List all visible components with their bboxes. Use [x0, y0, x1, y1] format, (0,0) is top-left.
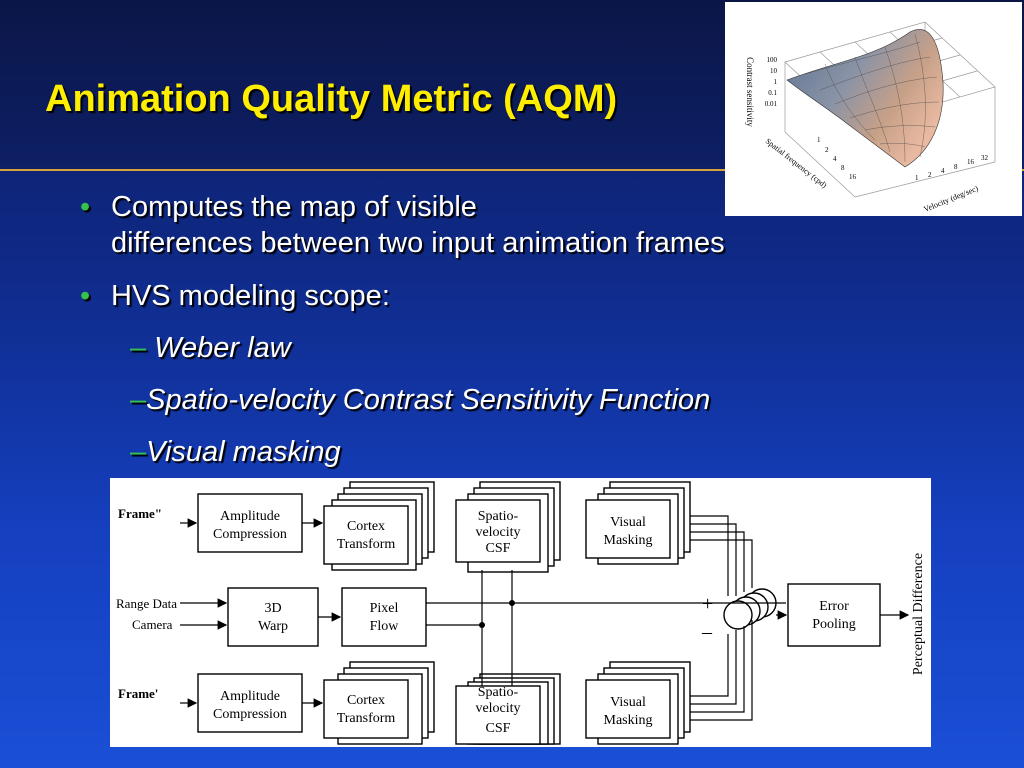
svg-text:Amplitude: Amplitude: [220, 509, 280, 524]
visual-masking-top-block: [585, 499, 671, 559]
bullet-text: Computes the map of visible: [111, 191, 477, 223]
dash-icon: –: [130, 436, 147, 468]
cortex-transform-bottom-block: [323, 679, 409, 739]
svg-text:Cortex: Cortex: [347, 519, 385, 534]
svg-text:Warp: Warp: [258, 619, 288, 634]
svg-text:Compression: Compression: [213, 707, 287, 722]
svg-text:Masking: Masking: [604, 713, 653, 728]
frame-top-input-label: Frame": [118, 506, 162, 521]
surface-mesh: [804, 33, 940, 163]
svg-text:Pixel: Pixel: [370, 601, 399, 616]
svg-text:4: 4: [833, 155, 837, 163]
sub-bullet: –Spatio-velocity Contrast Sensitivity Fu…: [130, 383, 710, 417]
svg-text:Pooling: Pooling: [812, 617, 856, 632]
range-data-input-label: Range Data: [116, 596, 177, 611]
slide-title: Animation Quality Metric (AQM): [45, 78, 618, 120]
svg-text:2: 2: [825, 146, 829, 154]
dash-icon: –: [130, 332, 147, 364]
y-axis-ticks: 1 2 4 8 16: [817, 136, 857, 181]
perceptual-difference-label: Perceptual Difference: [911, 553, 926, 675]
svg-text:Spatio-: Spatio-: [478, 509, 519, 524]
svg-text:Transform: Transform: [337, 537, 396, 552]
bullet-dot-icon: •: [80, 191, 91, 223]
svg-text:10: 10: [770, 67, 778, 75]
svg-text:100: 100: [767, 56, 778, 64]
svg-text:1: 1: [817, 136, 821, 144]
svg-text:CSF: CSF: [486, 721, 511, 736]
svg-text:32: 32: [981, 154, 989, 162]
sub-bullet-text: Spatio-velocity Contrast Sensitivity Fun…: [146, 384, 711, 416]
3d-warp-block: [227, 587, 319, 647]
svg-text:Transform: Transform: [337, 711, 396, 726]
amplitude-compression-top-block: [197, 493, 303, 553]
svg-text:velocity: velocity: [475, 701, 520, 716]
frame-bottom-input-label: Frame': [118, 686, 158, 701]
svg-text:Visual: Visual: [610, 515, 646, 530]
visual-masking-bottom-block: [585, 679, 671, 739]
bullet-text-continued: differences between two input animation …: [111, 227, 725, 259]
svg-text:3D: 3D: [264, 601, 281, 616]
plus-sign: +: [702, 593, 713, 615]
bullet-dot-icon: •: [80, 280, 91, 312]
csf-surface-plot: Contrast sensitivity 100 10 1 0.1 0.01 S…: [725, 2, 1022, 216]
svg-text:8: 8: [841, 164, 845, 172]
sub-bullet-text: Weber law: [146, 332, 291, 364]
svg-text:Compression: Compression: [213, 527, 287, 542]
title-divider: [0, 169, 1024, 171]
sub-bullet: – Weber law: [130, 331, 291, 365]
svg-text:1: 1: [915, 174, 919, 182]
aqm-block-diagram: Frame" Range Data Camera Frame' Amplitud…: [110, 478, 931, 747]
bullet-text: HVS modeling scope:: [111, 280, 390, 312]
svg-text:Amplitude: Amplitude: [220, 689, 280, 704]
svg-text:0.1: 0.1: [768, 89, 777, 97]
x-axis-label: Velocity (deg/sec): [922, 184, 979, 214]
difference-junction-icon: [723, 600, 753, 630]
x-axis-ticks: 1 2 4 8 16 32: [915, 154, 989, 182]
sensitivity-surface: [786, 29, 944, 168]
svg-text:0.01: 0.01: [765, 100, 778, 108]
svg-text:16: 16: [967, 158, 975, 166]
csf-bottom-block: [455, 685, 541, 745]
svg-text:Error: Error: [819, 599, 849, 614]
cortex-transform-top-block: [323, 505, 409, 565]
svg-text:CSF: CSF: [486, 541, 511, 556]
svg-text:16: 16: [849, 173, 857, 181]
svg-text:Masking: Masking: [604, 533, 653, 548]
svg-text:4: 4: [941, 167, 945, 175]
error-pooling-block: [787, 583, 881, 647]
csf-top-block: [455, 499, 541, 563]
svg-text:2: 2: [928, 171, 932, 179]
svg-text:Spatio-: Spatio-: [478, 685, 519, 700]
camera-input-label: Camera: [132, 617, 173, 632]
sub-bullet-text: Visual masking: [146, 436, 341, 468]
svg-text:1: 1: [774, 78, 778, 86]
z-axis-ticks: 100 10 1 0.1 0.01: [765, 56, 778, 108]
svg-text:velocity: velocity: [475, 525, 520, 540]
minus-sign: –: [701, 621, 713, 643]
pixel-flow-block: [341, 587, 427, 647]
dash-icon: –: [130, 384, 147, 416]
svg-text:Visual: Visual: [610, 695, 646, 710]
svg-text:Flow: Flow: [370, 619, 400, 634]
z-axis-label: Contrast sensitivity: [745, 57, 755, 127]
sub-bullet: –Visual masking: [130, 435, 341, 469]
svg-text:Cortex: Cortex: [347, 693, 385, 708]
svg-text:8: 8: [954, 163, 958, 171]
